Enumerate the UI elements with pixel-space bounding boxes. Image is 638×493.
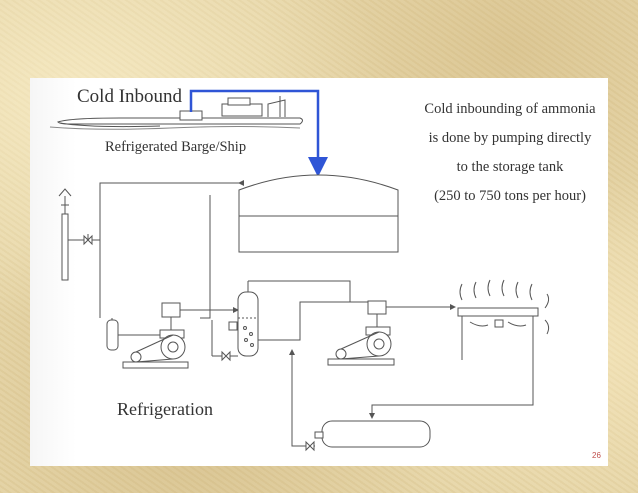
return-line [99,180,244,319]
description-line: Cold inbounding of ammonia [424,101,596,117]
compressor-icon [118,302,239,369]
description-line: to the storage tank [456,159,564,175]
compressor-icon [258,300,456,366]
receiver-tank-icon [289,349,431,452]
cooling-rack-icon [369,279,550,419]
cold-inbound-flow-arrow [189,89,328,177]
description-line: (250 to 750 tons per hour) [434,188,586,204]
valve-icon [83,234,93,246]
description-text: Cold inbounding of ammonia is done by pu… [405,95,615,211]
separator-vessel-icon [211,280,351,362]
refrigeration-label: Refrigeration [117,399,213,419]
vent-stack-icon [58,188,100,281]
accumulator-icon [106,318,119,351]
storage-tank-icon [238,174,399,253]
description-line: is done by pumping directly [428,130,592,146]
page-number: 26 [592,451,601,460]
barge-label: Refrigerated Barge/Ship [105,139,247,155]
diagram-title: Cold Inbound [77,86,183,107]
